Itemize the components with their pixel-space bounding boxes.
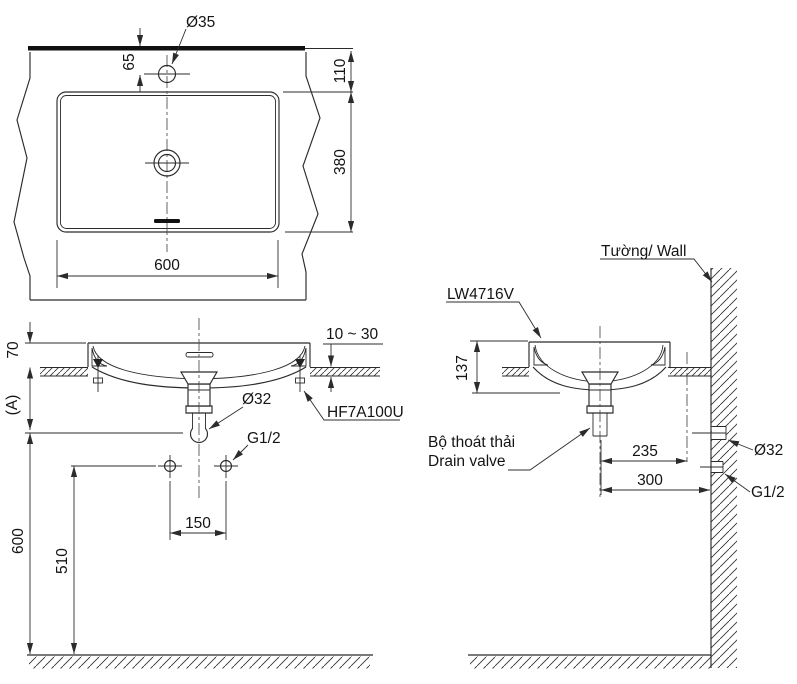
wall-callout: Tường/ Wall	[600, 243, 713, 283]
overflow-slot	[154, 219, 180, 223]
floor-left	[27, 654, 373, 669]
faucet-hole-callout: Ø35	[171, 14, 215, 65]
dim-drain-to-wall-label: 235	[632, 443, 658, 460]
dim-width-label: 600	[154, 257, 180, 274]
dim-drain-height: 600	[10, 433, 34, 654]
dim-rim-height: 70	[5, 322, 34, 359]
wall	[692, 268, 737, 668]
dim-drain-to-wall: 235	[601, 443, 687, 465]
dim-supply-height: 510	[54, 466, 78, 654]
drain-valve-callout: Bộ thoát thải Drain valve	[428, 427, 591, 471]
counter-thickness-label: 10 ~ 30	[326, 326, 379, 343]
side-view: Tường/ Wall LW4716V	[428, 243, 785, 669]
supply-thread-label-front: G1/2	[247, 430, 281, 447]
wall-supply-callout: G1/2	[724, 473, 785, 501]
dim-back-110: 110	[283, 51, 355, 93]
mounting-clamp-right	[295, 356, 305, 392]
model-callout: LW4716V	[446, 286, 542, 339]
countertop-front	[40, 367, 380, 377]
dim-drain-height-label: 600	[10, 528, 27, 554]
countertop-break-line-left	[13, 52, 31, 300]
basin-outline-outer	[56, 91, 280, 233]
drain-valve-label-en: Drain valve	[428, 453, 506, 470]
clamp-callout: HF7A100U	[303, 390, 404, 421]
supply-thread-callout-front: G1/2	[232, 430, 281, 461]
overflow-slot-front	[185, 352, 214, 358]
dim-a: (A)	[4, 367, 34, 430]
dim-faucet-offset: 65	[121, 28, 144, 92]
dim-supply-to-wall-label: 300	[637, 472, 663, 489]
wall-drain-callout: Ø32	[727, 439, 783, 459]
floor-right	[468, 654, 711, 669]
drain-valve-label-vi: Bộ thoát thải	[428, 434, 515, 451]
dim-basin-height: 137	[454, 340, 560, 394]
dim-a-label: (A)	[4, 395, 21, 416]
dim-basin-height-label: 137	[454, 355, 471, 381]
dim-supply-spacing-label: 150	[185, 515, 211, 532]
dim-depth-380: 380	[285, 92, 355, 233]
corner-pocket-side-left	[533, 346, 549, 366]
dim-back-label: 110	[332, 58, 349, 83]
dim-rim-label: 70	[5, 341, 22, 359]
wall-supply-label: G1/2	[751, 484, 785, 501]
dim-supply-height-label: 510	[54, 548, 71, 574]
corner-pocket-side-right	[650, 346, 666, 366]
basin-rim-side	[528, 341, 671, 367]
countertop-break-line-right	[301, 52, 321, 300]
model-label: LW4716V	[447, 286, 515, 303]
dim-supply-spacing: 150	[169, 481, 227, 540]
countertop-side	[502, 367, 711, 377]
wall-label: Tường/ Wall	[601, 243, 686, 260]
top-view: 65 Ø35 600 110 380	[13, 14, 355, 301]
mounting-clamp-left	[93, 356, 103, 392]
counter-thickness-callout: 10 ~ 30	[323, 326, 383, 392]
dim-width-600: 600	[56, 240, 279, 288]
dim-supply-to-wall: 300	[601, 472, 710, 494]
wall-drain-label: Ø32	[754, 442, 783, 459]
wall-edge-line	[28, 46, 305, 51]
dim-faucet-offset-label: 65	[121, 53, 138, 70]
drain-dia-label-front: Ø32	[242, 391, 271, 408]
basin-outline-inner	[60, 95, 276, 229]
drain-dia-callout-front: Ø32	[208, 391, 271, 430]
faucet-hole-label: Ø35	[186, 14, 215, 31]
supply-holes	[71, 455, 238, 478]
clamp-label: HF7A100U	[327, 404, 404, 421]
front-view: 150 70 (A) 600 510 Ø32 G1/2	[4, 318, 404, 669]
dim-depth-label: 380	[332, 149, 349, 175]
